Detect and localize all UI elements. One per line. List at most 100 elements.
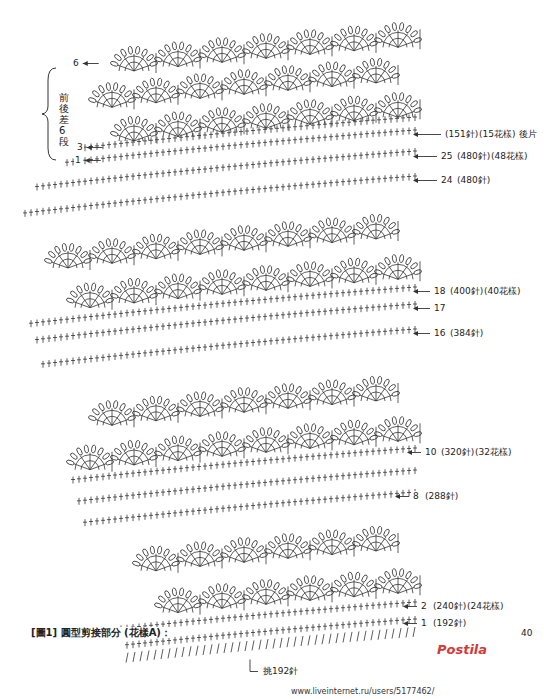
puff-stitch [348, 258, 353, 267]
puff-stitch [202, 591, 211, 599]
puff-stitch [348, 96, 353, 105]
puff-stitch [362, 378, 369, 387]
puff-stitch [158, 49, 167, 57]
puff-stitch [198, 446, 207, 452]
puff-stitch [242, 48, 251, 54]
row-count-label: (480針) [456, 151, 491, 162]
puff-stitch [361, 260, 368, 269]
puff-stitch [303, 236, 312, 242]
puff-stitch [325, 590, 334, 596]
puff-stitch [185, 276, 192, 285]
puff-stitch [84, 445, 89, 454]
puff-stitch [171, 560, 180, 566]
puff-stitch [179, 588, 184, 597]
row-count-label: (15花樣) [478, 129, 516, 140]
row-count-label: (400針) [449, 286, 484, 297]
puff-stitch [163, 236, 170, 245]
puff-stitch [295, 386, 302, 395]
puff-stitch [48, 250, 57, 258]
puff-stitch [286, 44, 295, 50]
puff-stitch [413, 107, 422, 113]
puff-stitch [201, 230, 206, 239]
puff-stitch [80, 250, 89, 258]
puff-stitch [410, 30, 419, 38]
puff-stitch [413, 431, 422, 437]
puff-stitch [410, 262, 419, 270]
puff-stitch [172, 588, 177, 597]
puff-stitch [303, 80, 312, 86]
puff-stitch [300, 73, 309, 81]
puff-stitch [237, 122, 246, 128]
puff-stitch [282, 221, 287, 230]
puff-stitch [259, 240, 268, 246]
puff-stitch [208, 586, 215, 595]
puff-stitch [339, 382, 346, 391]
row-count-label: 17 [433, 303, 446, 314]
puff-stitch [356, 533, 365, 541]
puff-stitch [252, 582, 259, 591]
puff-stitch [267, 427, 272, 436]
puff-stitch [136, 241, 145, 249]
puff-stitch [230, 72, 237, 81]
puff-stitch [76, 447, 83, 456]
row-count-label: (288針) [424, 491, 459, 502]
puff-stitch [157, 78, 162, 87]
puff-stitch [128, 440, 133, 449]
puff-stitch [308, 76, 317, 82]
puff-stitch [194, 230, 199, 239]
puff-stitch [146, 53, 155, 61]
puff-stitch [348, 26, 353, 35]
puff-stitch [330, 40, 339, 46]
puff-stitch [304, 261, 309, 270]
puff-stitch [223, 107, 228, 116]
puff-stitch [295, 68, 302, 77]
puff-stitch [163, 398, 170, 407]
puff-stitch [202, 439, 211, 447]
puff-stitch [318, 220, 325, 229]
puff-stitch [114, 285, 123, 293]
puff-stitch [198, 598, 207, 604]
puff-stitch [251, 72, 258, 81]
puff-stitch [268, 541, 277, 549]
puff-stitch [88, 97, 97, 103]
puff-stitch [348, 572, 353, 581]
puff-stitch [392, 22, 397, 31]
puff-stitch [92, 246, 101, 254]
row-count-label: 16 [433, 328, 446, 339]
puff-stitch [259, 552, 268, 558]
puff-stitch [120, 280, 127, 289]
puff-stitch [264, 80, 273, 86]
puff-stitch [127, 415, 136, 421]
puff-stitch [322, 107, 331, 115]
puff-stitch [75, 245, 82, 254]
puff-stitch [352, 73, 361, 79]
puff-stitch [405, 257, 412, 266]
puff-stitch [252, 430, 259, 439]
puff-stitch [268, 73, 277, 81]
puff-stitch [54, 245, 61, 254]
puff-stitch [405, 25, 412, 34]
puff-stitch [142, 398, 149, 407]
puff-stitch [242, 280, 251, 286]
puff-stitch [374, 269, 383, 275]
stitch-row [77, 467, 417, 505]
leader-line [418, 156, 437, 157]
puff-stitch [150, 78, 155, 87]
puff-stitch [207, 544, 214, 553]
puff-stitch [268, 229, 277, 237]
puff-stitch [124, 246, 133, 254]
puff-stitch [339, 532, 346, 541]
puff-stitch [286, 114, 295, 120]
puff-stitch [322, 583, 331, 591]
puff-stitch [352, 229, 361, 235]
puff-stitch [392, 92, 397, 101]
puff-stitch [168, 241, 177, 249]
row-count-label: 24 [440, 175, 453, 186]
puff-stitch [230, 228, 237, 237]
row-count-label: 6 [72, 58, 80, 69]
puff-stitch [334, 579, 343, 587]
puff-stitch [223, 269, 228, 278]
puff-stitch [150, 546, 155, 555]
puff-stitch [296, 426, 303, 435]
puff-stitch [136, 403, 145, 411]
